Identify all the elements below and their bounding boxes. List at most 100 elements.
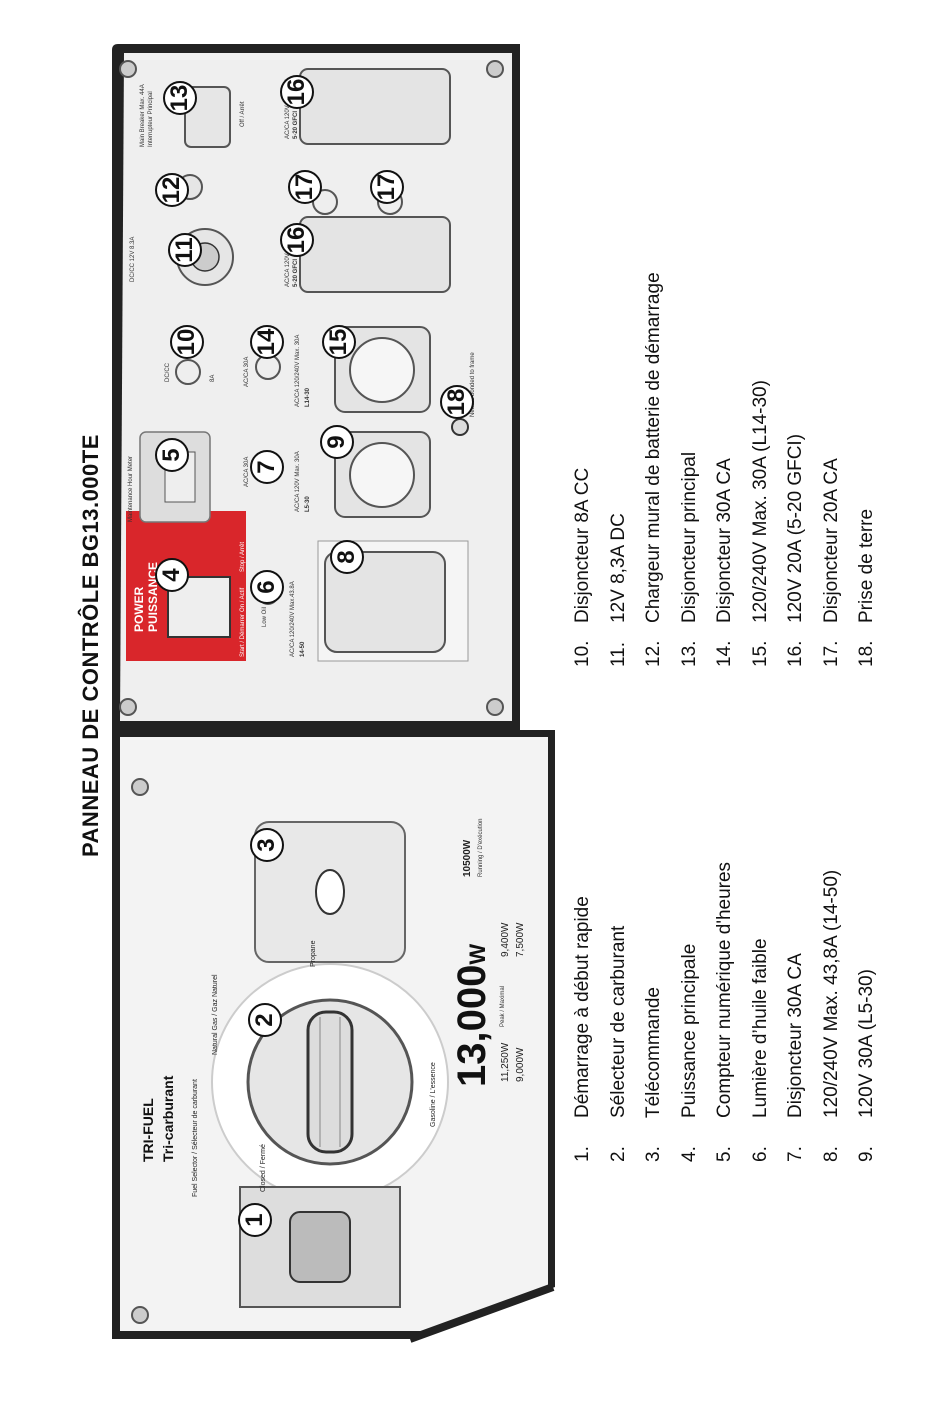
legend-text: Télécommande xyxy=(643,987,664,1118)
legend-item: 4.Puissance principale xyxy=(679,944,701,1162)
legend-number: 5. xyxy=(714,1146,735,1162)
legend-text: Lumière d’huile faible xyxy=(749,938,771,1118)
power-label: POWER xyxy=(132,586,146,632)
power-switch xyxy=(167,576,231,638)
callout-3: 3 xyxy=(250,828,284,862)
callout-4: 4 xyxy=(155,558,189,592)
callout-14: 14 xyxy=(250,325,284,359)
legend-text: Disjoncteur 30A CA xyxy=(785,953,806,1118)
legend-item: 2. Sélecteur de carburant xyxy=(608,926,630,1162)
dc8a-value: 8A xyxy=(210,374,216,382)
legend-text: Puissance principale xyxy=(678,943,700,1118)
callout-8: 8 xyxy=(330,540,364,574)
callout-17-b: 17 xyxy=(370,170,404,204)
ac-l5-label: AC/CA 120V Max. 30A xyxy=(295,451,301,512)
dc12v-label: DC/CC 12V 8.3A xyxy=(130,236,136,282)
legend-item: 8. 120/240V Max. 43,8A (14-50) xyxy=(821,870,843,1162)
maintenance-label: Maintenance Hour Meter xyxy=(128,455,134,522)
callout-6: 6 xyxy=(250,570,284,604)
legend-number: 8. xyxy=(820,1146,842,1162)
legend-item: 10. Disjoncteur 8A CC xyxy=(572,468,594,667)
watts-main: 13,000W xyxy=(450,943,494,1087)
low-oil-label: Low Oil xyxy=(262,606,268,627)
ng-running: 7,500W xyxy=(515,922,526,957)
callout-15: 15 xyxy=(322,325,356,359)
callout-11: 11 xyxy=(168,233,202,267)
legend-number: 1. xyxy=(572,1146,593,1162)
legend-text: 120V 20A (5-20 GFCI) xyxy=(785,433,806,623)
gfci-outlet-lower xyxy=(299,216,451,293)
gfci-label-lower: 5-20 GFCI xyxy=(293,258,299,287)
callout-18: 18 xyxy=(440,385,474,419)
legend-item: 7. Disjoncteur 30A CA xyxy=(785,953,807,1162)
legend-item: 1. Démarrage à début rapide xyxy=(572,896,594,1162)
legend-number: 3. xyxy=(643,1146,664,1162)
legend-text: Disjoncteur 20A CA xyxy=(820,458,842,623)
watts-running: 10500W xyxy=(462,839,473,877)
legend-number: 13. xyxy=(678,640,700,667)
fuel-selector-dial xyxy=(211,963,449,1201)
callout-9: 9 xyxy=(320,425,354,459)
screw-icon xyxy=(119,60,504,1324)
legend-item: 18. Prise de terre xyxy=(856,509,878,667)
legend-number: 18. xyxy=(856,640,877,667)
fuel-selector-label: Fuel Selector / Sélecteur de carburant xyxy=(192,1079,199,1197)
legend-text: 120/240V Max. 43,8A (14-50) xyxy=(820,869,842,1118)
legend-text: Disjoncteur 8A CC xyxy=(572,467,593,623)
peak-label: Peak / Maximal xyxy=(500,985,506,1027)
legend-item: 5. Compteur numérique d'heures xyxy=(714,862,736,1162)
legend-number: 2. xyxy=(607,1146,629,1162)
lp-running: 9,000W xyxy=(515,1047,526,1082)
legend-text: 120V 30A (L5-30) xyxy=(856,969,877,1118)
ac30a-label-2: AC/CA 30A xyxy=(244,356,250,387)
ac-1450-label: AC/CA 120/240V Max.43.8A xyxy=(290,581,296,657)
legend-number: 10. xyxy=(572,640,593,667)
tri-fuel-label: TRI-FUEL xyxy=(140,1098,156,1162)
legend-text: Prise de terre xyxy=(856,508,877,623)
l5-30-label: L5-30 xyxy=(305,496,311,512)
legend-text: Disjoncteur principal xyxy=(678,451,700,623)
start-label: Start / Démarrer xyxy=(240,613,246,657)
legend-text: Chargeur mural de batterie de démarrage xyxy=(643,272,664,623)
legend-item: 6. Lumière d’huile faible xyxy=(750,938,772,1162)
breaker-dc-8a xyxy=(175,359,201,385)
legend-number: 14. xyxy=(714,640,735,667)
callout-5: 5 xyxy=(155,438,189,472)
lp-peak: 11,250W xyxy=(500,1042,511,1082)
callout-7: 7 xyxy=(250,450,284,484)
callout-1: 1 xyxy=(238,1203,272,1237)
ac-l14-label: AC/CA 120/240V Max. 30A xyxy=(295,334,301,407)
legend-number: 12. xyxy=(643,640,664,667)
legend-number: 6. xyxy=(749,1146,771,1162)
legend-text: Démarrage à début rapide xyxy=(572,896,593,1118)
main-breaker-label: Main Breaker Max. 44A xyxy=(140,84,146,147)
legend-number: 7. xyxy=(785,1146,806,1162)
legend-text: Compteur numérique d'heures xyxy=(714,861,735,1118)
callout-13: 13 xyxy=(163,81,197,115)
legend-text: Disjoncteur 30A CA xyxy=(714,458,735,623)
legend-number: 9. xyxy=(856,1146,877,1162)
interrupteur-label: Interrupteur Principal xyxy=(148,91,154,147)
legend-item: 16.120V 20A (5-20 GFCI) xyxy=(785,434,807,667)
callout-10: 10 xyxy=(170,325,204,359)
tri-carburant-label: Tri-carburant xyxy=(160,1075,176,1162)
legend-item: 15.120/240V Max. 30A (L14-30) xyxy=(750,380,772,667)
control-panel-drawing xyxy=(112,44,555,1343)
legend-item: 17.Disjoncteur 20A CA xyxy=(821,458,843,667)
stop-label: Stop / Arrêt xyxy=(240,541,246,572)
legend-item: 11.12V 8,3A DC xyxy=(608,513,630,667)
dial-natural-label: Natural Gas / Gaz Naturel xyxy=(212,974,219,1055)
callout-16-upper: 16 xyxy=(280,75,314,109)
callout-16-lower: 16 xyxy=(280,223,314,257)
gfci-outlet-upper xyxy=(299,68,451,145)
running-label: Running / D'exécution xyxy=(478,818,484,877)
legend-text: 120/240V Max. 30A (L14-30) xyxy=(749,380,771,623)
legend-text: Sélecteur de carburant xyxy=(607,925,629,1118)
off-label: Off / Arrêt xyxy=(240,101,246,127)
legend-text: 12V 8,3A DC xyxy=(607,513,629,623)
legend-item: 12. Chargeur mural de batterie de démarra… xyxy=(643,272,665,667)
callout-2: 2 xyxy=(248,1003,282,1037)
legend-item: 14. Disjoncteur 30A CA xyxy=(714,458,736,667)
gfci-label-upper: 5-20 GFCI xyxy=(293,110,299,139)
